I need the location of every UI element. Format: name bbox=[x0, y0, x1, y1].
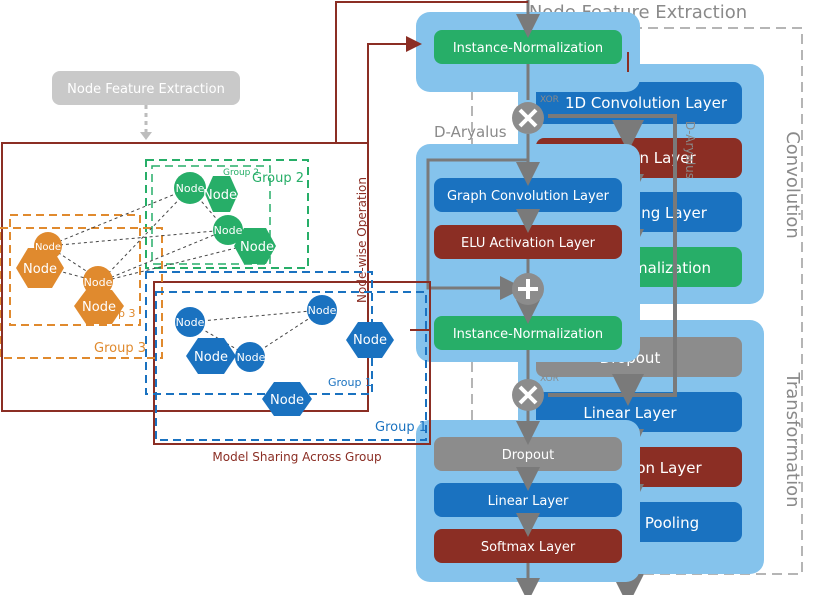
node-label-b4: Node bbox=[308, 304, 337, 317]
node-feature-extraction-box bbox=[52, 71, 240, 105]
node-label-g3: Node bbox=[214, 224, 243, 237]
back-layer-1dconv-label: 1D Convolution Layer bbox=[565, 94, 728, 112]
group-2-frame bbox=[145, 159, 309, 269]
darvalus-label-back: D-Aryalus bbox=[683, 121, 697, 179]
group-3-frame bbox=[9, 214, 141, 326]
group-1-inner-label: Group 1 bbox=[328, 376, 372, 389]
back-layer-linear-label: Linear Layer bbox=[583, 404, 677, 422]
back-layer-activation-2-label: on Layer bbox=[636, 459, 702, 477]
node-wise-label: Node-wise Operation bbox=[355, 177, 369, 303]
model-sharing-caption: Model Sharing Across Group bbox=[212, 450, 381, 464]
back-layer-normalization-label: malization bbox=[633, 259, 711, 277]
node-label-o4: Node bbox=[82, 300, 116, 315]
node-wise-frame bbox=[1, 142, 369, 412]
node-label-b1: Node bbox=[176, 316, 205, 329]
blue-nodes bbox=[175, 295, 394, 416]
front-layer-linear-label: Linear Layer bbox=[488, 494, 569, 509]
group-3-label: Group 3 bbox=[94, 341, 146, 356]
node-label-g2: Node bbox=[203, 188, 237, 203]
node-label-o2: Node bbox=[23, 262, 57, 277]
front-layer-instance-norm-mid-label: Instance-Normalization bbox=[453, 327, 603, 342]
green-nodes bbox=[174, 172, 276, 264]
front-layer-elu-label: ELU Activation Layer bbox=[461, 236, 596, 251]
back-layer-pooling-2-label: Pooling bbox=[645, 514, 699, 532]
section-label-transformation: Transformation bbox=[782, 371, 803, 507]
front-layer-instance-norm-top-label: Instance-Normalization bbox=[453, 41, 603, 56]
group-2-inner-label: Group 2 bbox=[223, 168, 259, 178]
node-label-b2: Node bbox=[194, 350, 228, 365]
back-layer-1dconv bbox=[536, 82, 742, 124]
group-1-frame bbox=[155, 291, 427, 441]
front-layer-linear bbox=[434, 483, 622, 517]
back-layer-activation-label: on Layer bbox=[630, 149, 696, 167]
back-layer-pooling-label: ing Layer bbox=[637, 204, 708, 222]
darvalus-label: D-Aryalus bbox=[434, 123, 507, 141]
node-label-b6: Node bbox=[270, 393, 304, 408]
node-label-b5: Node bbox=[353, 333, 387, 348]
front-layer-dropout-label: Dropout bbox=[502, 448, 555, 463]
node-label-b3: Node bbox=[237, 351, 266, 364]
group-3-inner-label: p 3 bbox=[118, 307, 135, 320]
front-layer-softmax-label: Softmax Layer bbox=[481, 540, 576, 555]
front-layer-softmax bbox=[434, 529, 622, 563]
front-layer-dropout bbox=[434, 437, 622, 471]
model-sharing-frame bbox=[153, 281, 431, 445]
section-label-convolution: Convolution bbox=[782, 131, 803, 239]
node-label-o1: Node bbox=[35, 242, 61, 253]
node-label-o3: Node bbox=[84, 276, 113, 289]
front-layer-instance-norm-mid bbox=[434, 316, 622, 350]
node-label-g4: Node bbox=[240, 240, 274, 255]
node-feature-extraction-label: Node Feature Extraction bbox=[67, 82, 225, 97]
front-layer-graph-conv-label: Graph Convolution Layer bbox=[447, 189, 610, 204]
group-2-label: Group 2 bbox=[252, 171, 304, 186]
node-label-g1: Node bbox=[176, 182, 205, 195]
group-1-label: Group 1 bbox=[375, 420, 427, 435]
xor-label-top: XOR bbox=[540, 95, 559, 105]
front-layer-graph-conv bbox=[434, 178, 622, 212]
orange-nodes bbox=[16, 232, 124, 324]
front-layer-instance-norm-top bbox=[434, 30, 622, 64]
front-layer-elu bbox=[434, 225, 622, 259]
xor-label-bottom: XOR bbox=[540, 374, 559, 384]
